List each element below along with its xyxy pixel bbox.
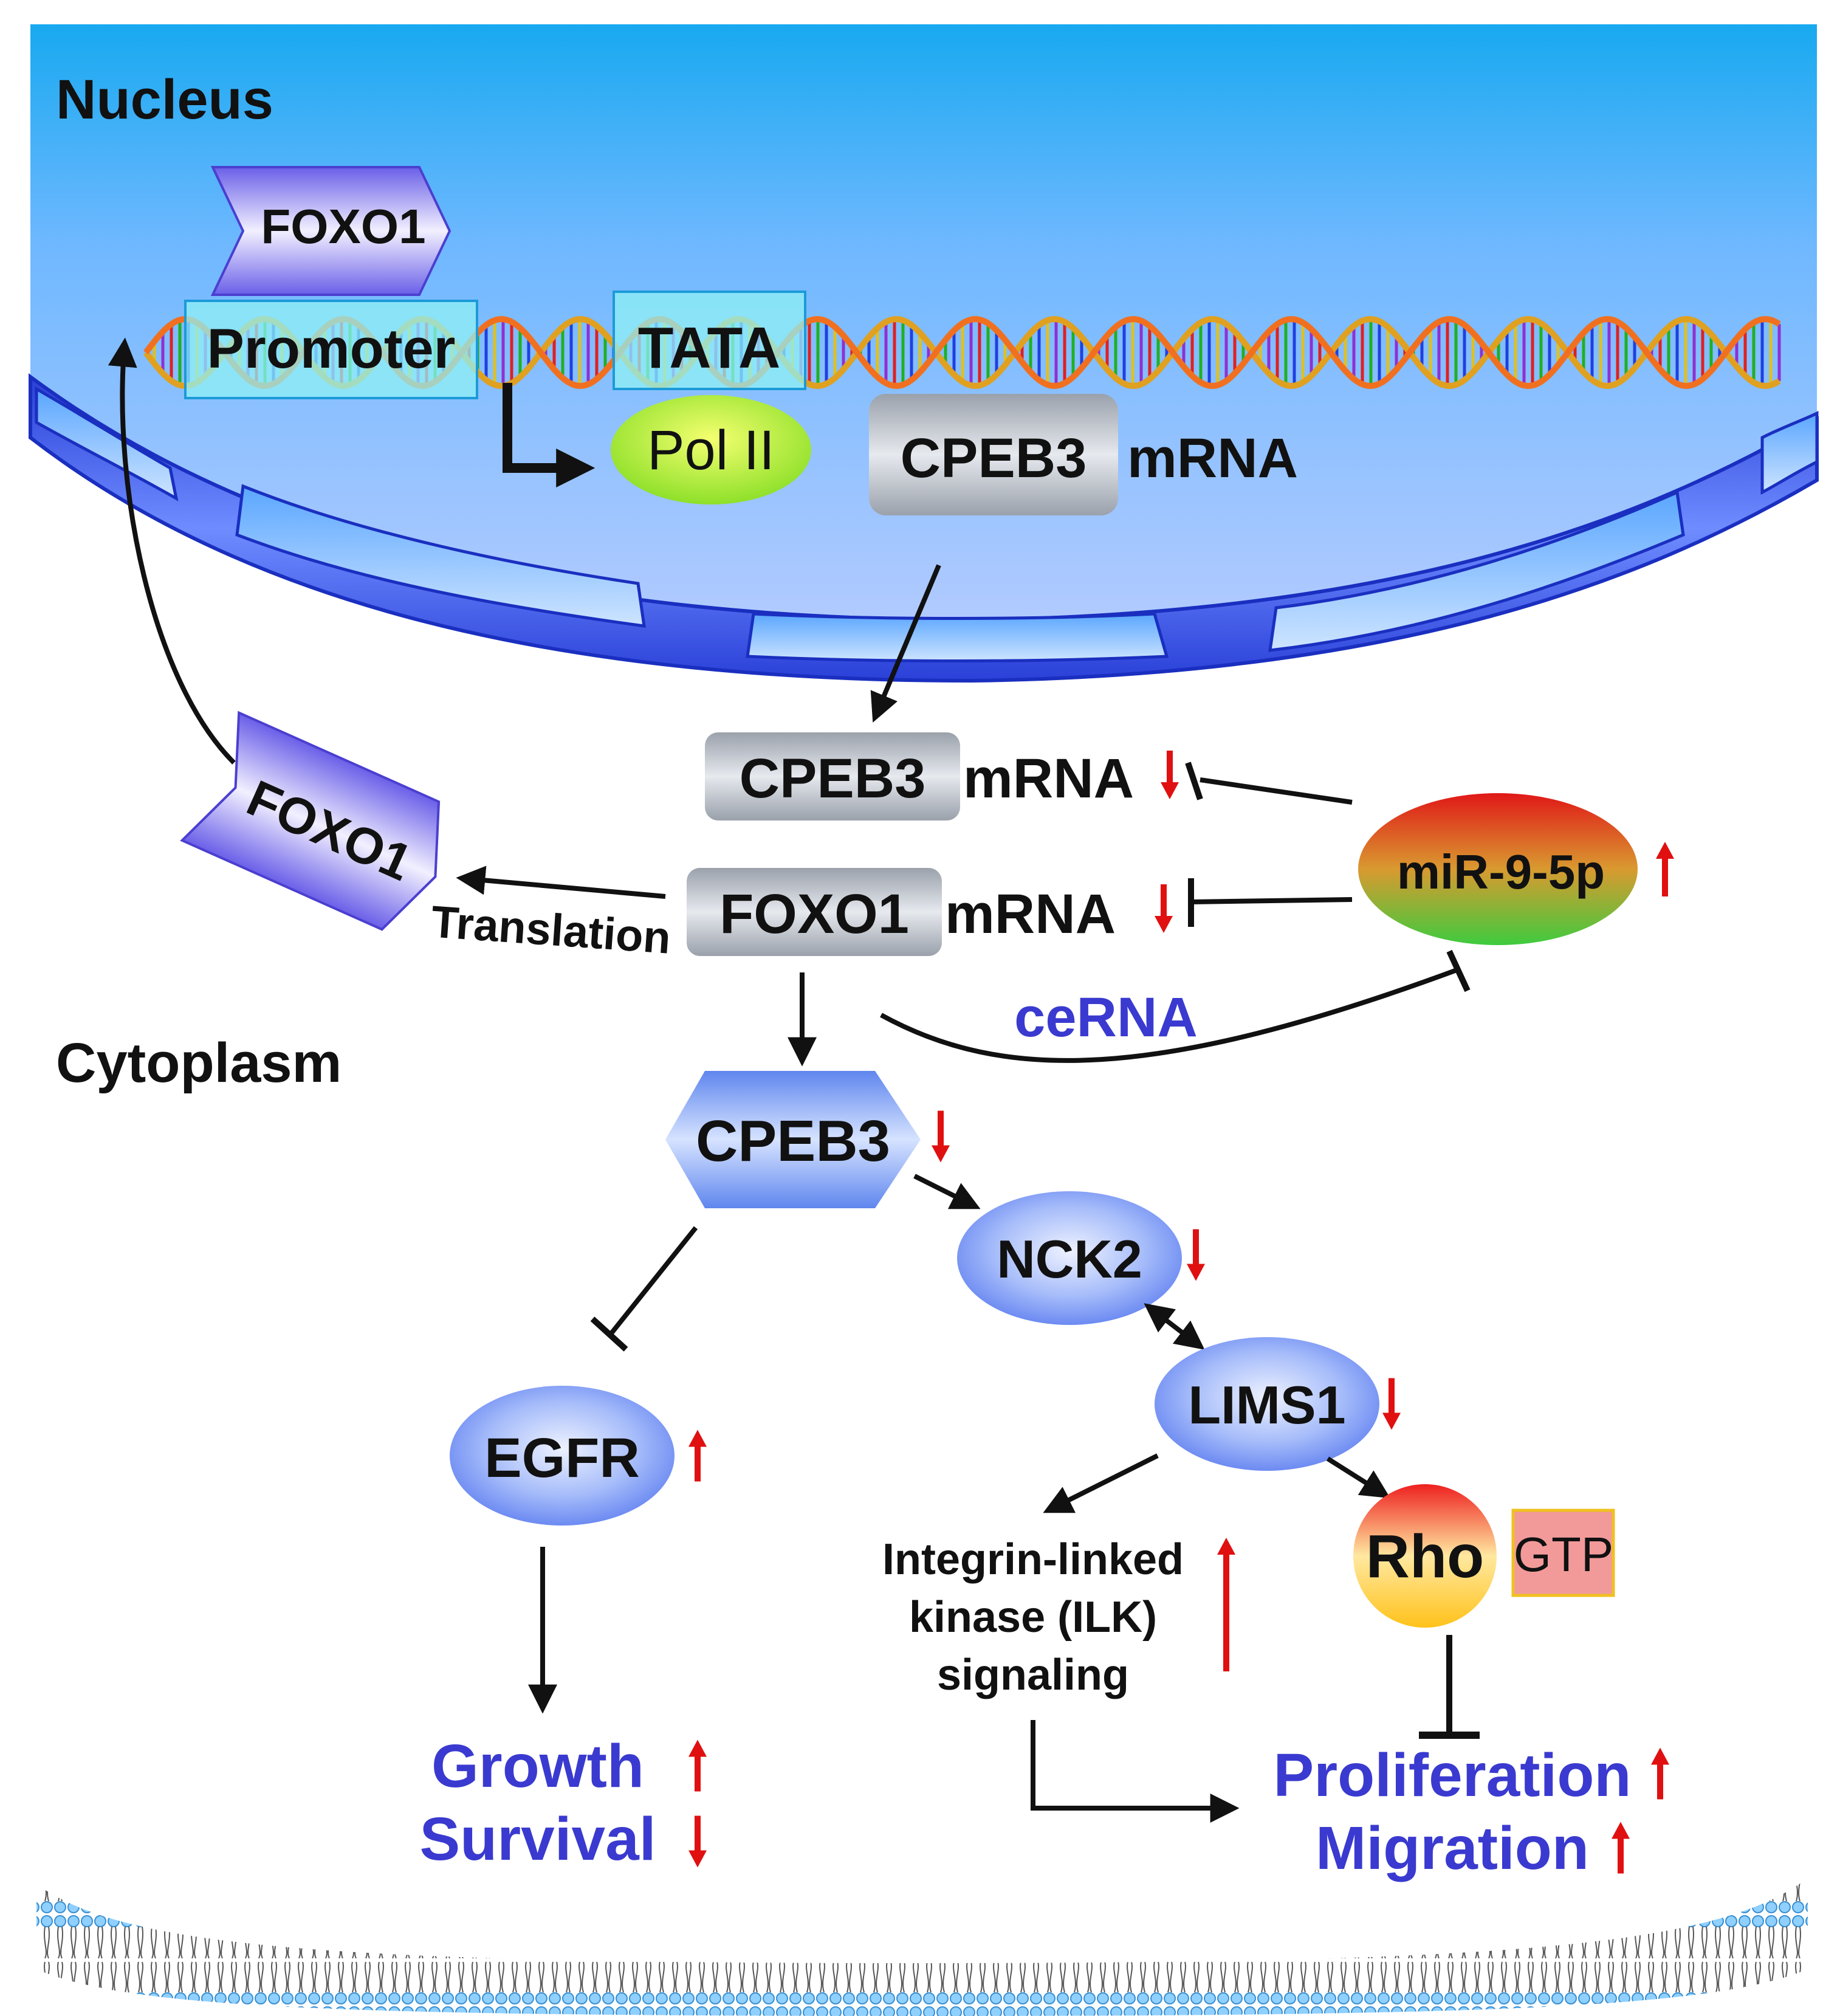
mir-9-5p: miR-9-5p bbox=[1358, 793, 1638, 945]
foxo1-transcription-factor: FOXO1 bbox=[210, 166, 451, 296]
pol-ii-label: Pol II bbox=[647, 419, 775, 481]
cpeb3-mrna-nuclear: CPEB3 mRNA bbox=[869, 394, 1298, 515]
nuclear-import-arrow bbox=[108, 337, 236, 765]
cpeb3-to-nck2-arrow bbox=[913, 1174, 981, 1209]
ilk-up-arrow bbox=[1217, 1538, 1235, 1671]
ilk-to-proliferation-arrow bbox=[1031, 1720, 1240, 1823]
egfr: EGFR bbox=[450, 1386, 675, 1526]
nucleus-label: Nucleus bbox=[56, 69, 273, 131]
cytoplasm-label: Cytoplasm bbox=[56, 1032, 342, 1094]
cpeb3-inhibits-egfr bbox=[590, 1226, 698, 1352]
pol-ii: Pol II bbox=[611, 395, 811, 504]
rho-inhibits-proliferation bbox=[1419, 1635, 1480, 1739]
nck2: NCK2 bbox=[957, 1191, 1182, 1325]
lims1-down-arrow bbox=[1382, 1378, 1401, 1430]
ilk-line-2: kinase (ILK) bbox=[909, 1593, 1157, 1642]
foxo1-tf-label: FOXO1 bbox=[261, 199, 425, 253]
migration-label: Migration bbox=[1316, 1814, 1589, 1882]
migration-up-arrow bbox=[1612, 1822, 1630, 1874]
cpeb3-mrna-nuclear-box-label: CPEB3 bbox=[901, 427, 1087, 489]
transcription-start-arrow bbox=[503, 383, 596, 487]
promoter-label: Promoter bbox=[207, 318, 456, 380]
survival-down-arrow bbox=[688, 1815, 707, 1868]
cpeb3-protein-label: CPEB3 bbox=[696, 1109, 890, 1174]
translation-label: Translation bbox=[430, 896, 673, 963]
ilk-line-1: Integrin-linked bbox=[882, 1535, 1184, 1584]
survival-label: Survival bbox=[419, 1805, 656, 1873]
tata-label: TATA bbox=[638, 315, 781, 380]
nck2-lims1-arrow bbox=[1144, 1303, 1205, 1350]
nck2-down-arrow bbox=[1187, 1229, 1205, 1281]
cpeb3-mrna-nuclear-suffix: mRNA bbox=[1127, 427, 1298, 489]
cerna-label: ceRNA bbox=[1014, 986, 1198, 1048]
export-arrow bbox=[870, 564, 941, 723]
growth-label: Growth bbox=[431, 1732, 644, 1800]
cpeb3-protein: CPEB3 bbox=[665, 1071, 921, 1208]
foxo1-mrna-down-arrow bbox=[1155, 884, 1173, 933]
plasma-membrane bbox=[36, 1878, 1808, 2016]
mir-up-arrow bbox=[1656, 842, 1674, 896]
egfr-label: EGFR bbox=[484, 1427, 640, 1489]
cpeb3-mrna-cyto-suffix: mRNA bbox=[963, 748, 1134, 810]
gtp-label: GTP bbox=[1514, 1527, 1613, 1581]
ilk-line-3: signaling bbox=[937, 1651, 1129, 1699]
cpeb3-mrna-cytoplasm: CPEB3 mRNA bbox=[705, 732, 1134, 821]
foxo1-mrna-suffix: mRNA bbox=[945, 883, 1116, 945]
lims1: LIMS1 bbox=[1155, 1337, 1379, 1471]
foxo1-protein: FOXO1 bbox=[180, 710, 441, 931]
foxo1-mrna: FOXO1 mRNA bbox=[687, 868, 1116, 956]
nck2-label: NCK2 bbox=[997, 1229, 1142, 1289]
lims1-to-ilk-arrow bbox=[1043, 1453, 1159, 1513]
growth-up-arrow bbox=[688, 1739, 707, 1792]
translation-arrow bbox=[456, 865, 666, 899]
proliferation-up-arrow bbox=[1651, 1747, 1669, 1800]
cpeb3-mrna-down-arrow bbox=[1161, 751, 1179, 799]
ilk-signaling: Integrin-linked kinase (ILK) signaling bbox=[882, 1535, 1184, 1699]
cpeb3-mrna-cyto-box-label: CPEB3 bbox=[740, 748, 926, 810]
cpeb3-protein-down-arrow bbox=[932, 1110, 950, 1163]
lims1-label: LIMS1 bbox=[1188, 1375, 1345, 1435]
proliferation-label: Proliferation bbox=[1274, 1741, 1632, 1809]
tata-box: TATA bbox=[613, 291, 806, 390]
rho-label: Rho bbox=[1366, 1522, 1484, 1591]
egfr-up-arrow bbox=[688, 1429, 707, 1482]
change-indicators bbox=[688, 751, 1674, 1874]
promoter-box: Promoter bbox=[184, 300, 478, 399]
lims1-to-rho-arrow bbox=[1326, 1456, 1391, 1499]
foxo1-mrna-box-label: FOXO1 bbox=[719, 883, 909, 945]
nuclear-pores bbox=[35, 386, 1819, 662]
mir-label: miR-9-5p bbox=[1397, 845, 1605, 899]
mir-inhibition-lines bbox=[880, 762, 1471, 1063]
rho-gtp: Rho GTP bbox=[1353, 1484, 1615, 1628]
